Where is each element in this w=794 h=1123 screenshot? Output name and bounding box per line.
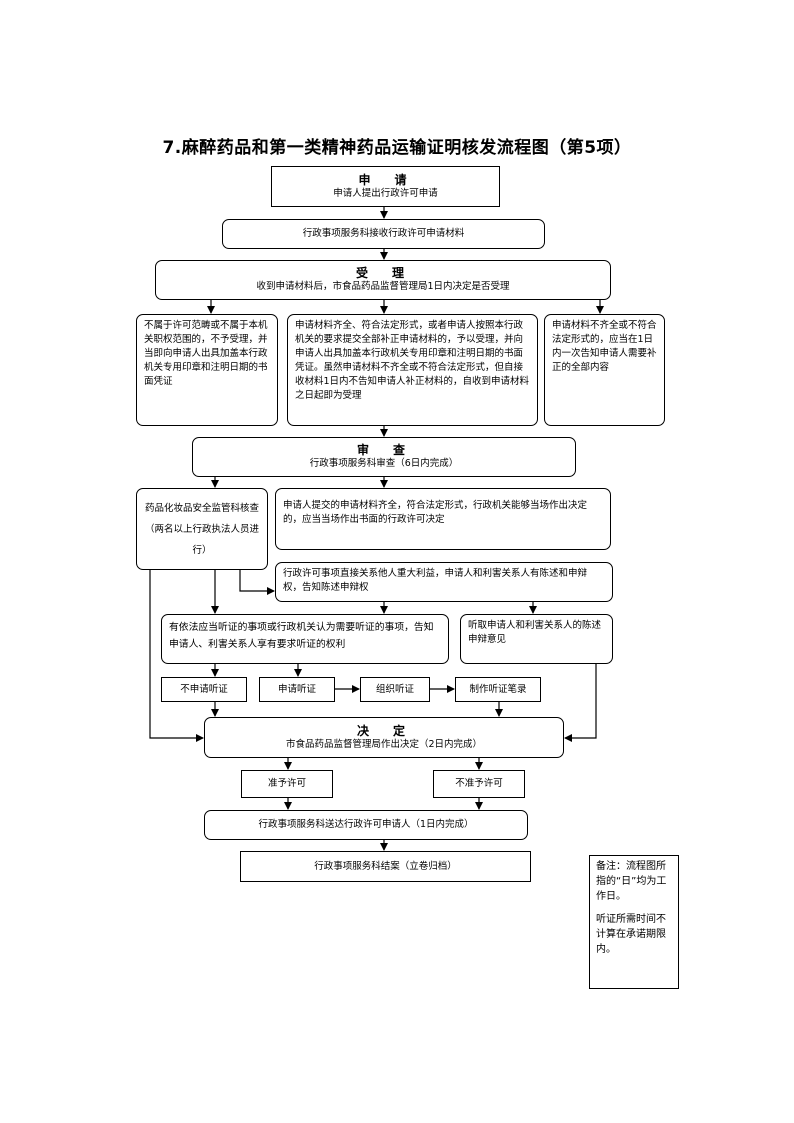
decision-head: 决 定 xyxy=(356,723,411,738)
deliver-text: 行政事项服务科送达行政许可申请人（1日内完成） xyxy=(258,819,474,830)
listen-text: 听取申请人和利害关系人的陈述申辩意见 xyxy=(468,620,602,645)
apply-hearing-box: 申请听证 xyxy=(259,677,335,702)
accept-complete-text: 申请材料齐全、符合法定形式，或者申请人按照本行政机关的要求提交全部补正申请材料的… xyxy=(295,320,530,401)
grant-box: 准予许可 xyxy=(241,770,333,798)
on-spot-box: 申请人提交的申请材料齐全，符合法定形式，行政机关能够当场作出决定的，应当当场作出… xyxy=(275,488,611,550)
close-box: 行政事项服务科结案（立卷归档） xyxy=(240,851,531,882)
no-hearing-text: 不申请听证 xyxy=(180,683,228,695)
deny-text: 不准予许可 xyxy=(455,778,503,789)
hearing-record-text: 制作听证笔录 xyxy=(469,683,527,695)
apply-text: 申请人提出行政许可申请 xyxy=(333,187,438,199)
accept-head: 受 理 xyxy=(355,266,410,280)
grant-text: 准予许可 xyxy=(267,778,306,789)
decision-text: 市食品药品监督管理局作出决定（2日内完成） xyxy=(285,738,483,750)
apply-box: 申 请 申请人提出行政许可申请 xyxy=(271,166,500,207)
note-box: 备注：流程图所指的“日”均为工作日。 听证所需时间不计算在承诺期限内。 xyxy=(589,855,679,989)
organize-hearing-box: 组织听证 xyxy=(360,677,430,702)
apply-head: 申 请 xyxy=(358,172,413,187)
incomplete-text: 申请材料不齐全或不符合法定形式的，应当在1日内一次告知申请人需要补正的全部内容 xyxy=(552,320,657,373)
hearing-needed-box: 有依法应当听证的事项或行政机关认为需要听证的事项，告知申请人、利害关系人享有要求… xyxy=(161,614,449,664)
interest-text: 行政许可事项直接关系他人重大利益，申请人和利害关系人有陈述和申辩权，告知陈述申辩… xyxy=(283,568,588,593)
reject-scope-text: 不属于许可范畴或不属于本机关职权范围的，不予受理，并当即向申请人出具加盖本行政机… xyxy=(144,320,268,387)
arrow-inspection-interest xyxy=(239,570,275,595)
decision-box: 决 定 市食品药品监督管理局作出决定（2日内完成） xyxy=(204,717,564,758)
deliver-box: 行政事项服务科送达行政许可申请人（1日内完成） xyxy=(204,810,528,840)
arrow-listen-decision xyxy=(564,664,597,742)
listen-box: 听取申请人和利害关系人的陈述申辩意见 xyxy=(460,614,613,664)
accept-box: 受 理 收到申请材料后，市食品药品监督管理局1日内决定是否受理 xyxy=(155,260,611,300)
receive-text: 行政事项服务科接收行政许可申请材料 xyxy=(302,228,465,239)
inspection-box: 药品化妆品安全监管科核查（两名以上行政执法人员进行） xyxy=(136,488,268,570)
page-title: 7.麻醉药品和第一类精神药品运输证明核发流程图（第5项） xyxy=(162,138,632,158)
review-box: 审 查 行政事项服务科审查（6日内完成） xyxy=(192,437,576,477)
accept-complete-box: 申请材料齐全、符合法定形式，或者申请人按照本行政机关的要求提交全部补正申请材料的… xyxy=(287,314,538,426)
note-line-2: 听证所需时间不计算在承诺期限内。 xyxy=(596,914,666,955)
deny-box: 不准予许可 xyxy=(433,770,525,798)
close-text: 行政事项服务科结案（立卷归档） xyxy=(314,860,457,872)
review-head: 审 查 xyxy=(356,443,411,457)
no-hearing-box: 不申请听证 xyxy=(161,677,247,702)
receive-box: 行政事项服务科接收行政许可申请材料 xyxy=(222,219,545,249)
accept-text: 收到申请材料后，市食品药品监督管理局1日内决定是否受理 xyxy=(256,281,510,292)
on-spot-text: 申请人提交的申请材料齐全，符合法定形式，行政机关能够当场作出决定的，应当当场作出… xyxy=(283,500,588,525)
hearing-record-box: 制作听证笔录 xyxy=(455,677,541,702)
organize-hearing-text: 组织听证 xyxy=(375,683,414,695)
inspection-text: 药品化妆品安全监管科核查（两名以上行政执法人员进行） xyxy=(145,502,260,556)
reject-scope-box: 不属于许可范畴或不属于本机关职权范围的，不予受理，并当即向申请人出具加盖本行政机… xyxy=(136,314,278,426)
apply-hearing-text: 申请听证 xyxy=(277,683,316,695)
arrow-inspection-decision xyxy=(149,570,204,742)
hearing-needed-text: 有依法应当听证的事项或行政机关认为需要听证的事项，告知申请人、利害关系人享有要求… xyxy=(169,622,434,650)
incomplete-box: 申请材料不齐全或不符合法定形式的，应当在1日内一次告知申请人需要补正的全部内容 xyxy=(544,314,665,426)
note-line-1: 备注：流程图所指的“日”均为工作日。 xyxy=(596,861,667,902)
review-text: 行政事项服务科审查（6日内完成） xyxy=(309,458,459,469)
interest-box: 行政许可事项直接关系他人重大利益，申请人和利害关系人有陈述和申辩权，告知陈述申辩… xyxy=(275,562,613,602)
